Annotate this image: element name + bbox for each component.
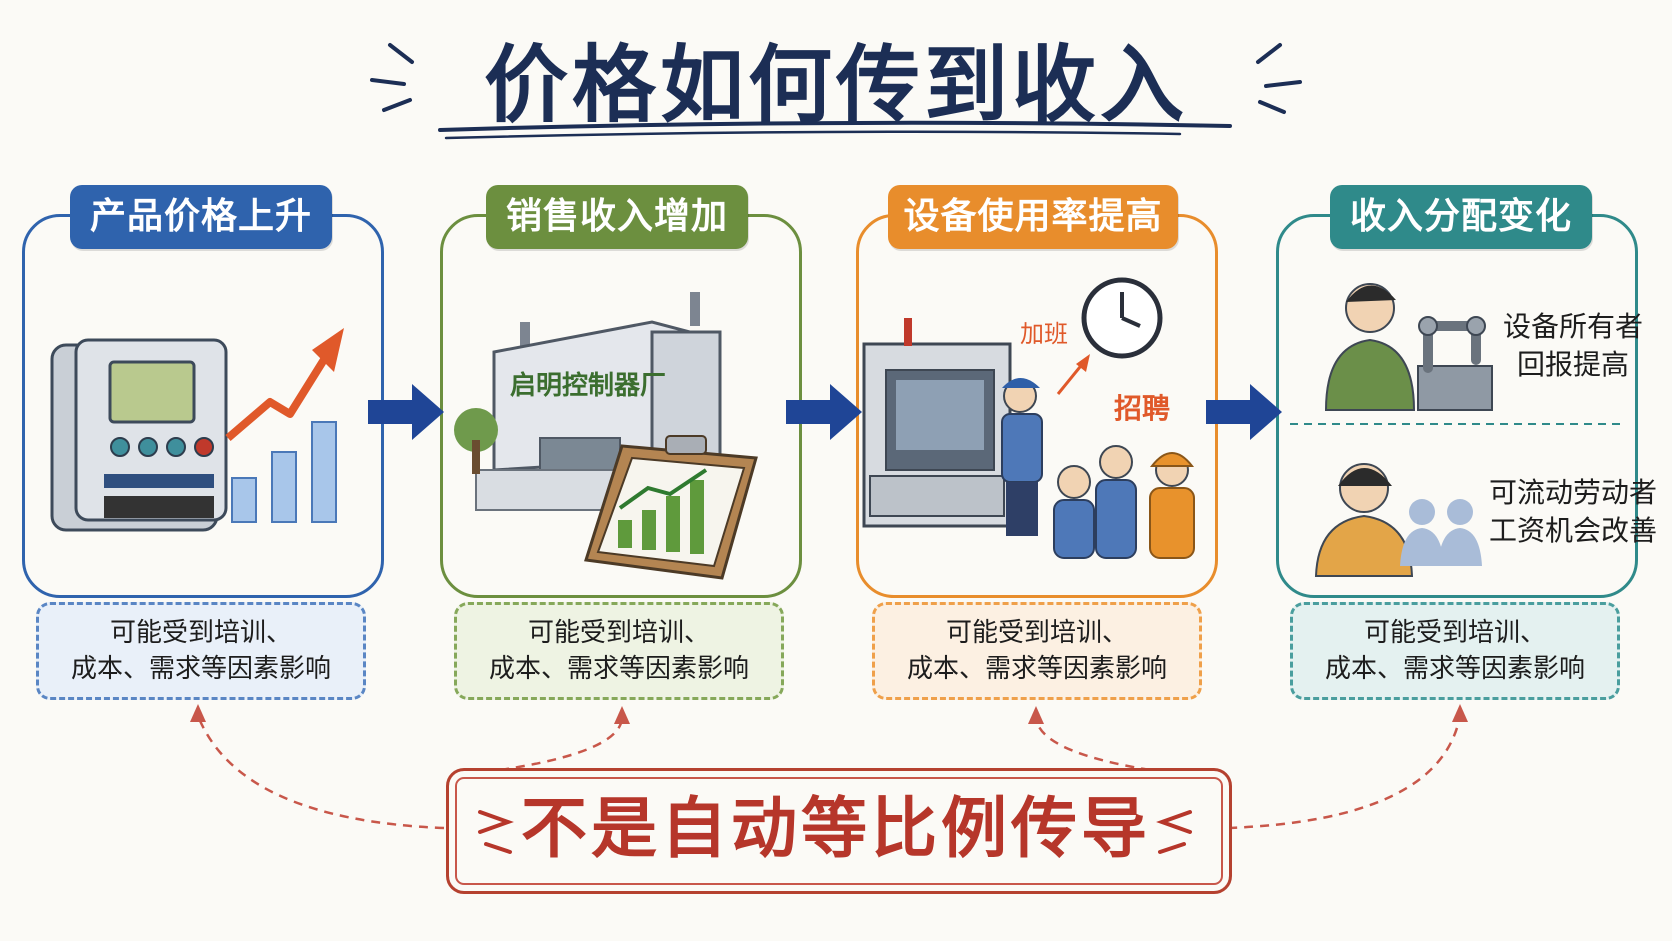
equipment-owner-illustration [1324,283,1493,411]
stage-note-utilization: 可能受到培训、 成本、需求等因素影响 [872,602,1202,700]
stage-heading-sales: 销售收入增加 [486,185,748,249]
cnc-machine-illustration [862,318,1012,528]
note-line2: 成本、需求等因素影响 [906,654,1167,684]
worker-wage-line2: 工资机会改善 [1488,514,1657,547]
clipboard-growth-chart-icon [584,435,758,580]
flow-arrow-icon [368,384,1282,440]
page-title: 价格如何传到收入 [483,35,1188,134]
owner-return-line2: 回报提高 [1516,348,1629,381]
overtime-arrow-icon [1056,361,1086,395]
bottom-message-accent-marks [478,810,1192,854]
owner-return-label: 设备所有者 回报提高 [1490,308,1656,384]
controller-device-illustration [50,338,228,532]
bottom-message: 不是自动等比例传导 [521,789,1151,867]
note-line2: 成本、需求等因素影响 [1324,654,1585,684]
stage-note-distribution: 可能受到培训、 成本、需求等因素影响 [1290,602,1620,700]
owner-return-line1: 设备所有者 [1502,310,1643,343]
factory-sign-text: 启明控制器厂 [510,370,666,401]
hiring-label: 招聘 [1114,392,1170,425]
note-line2: 成本、需求等因素影响 [488,654,749,684]
feedback-arrowheads-icon [190,704,1468,724]
worker-wage-label: 可流动劳动者 工资机会改善 [1486,474,1660,550]
stage-note-price: 可能受到培训、 成本、需求等因素影响 [36,602,366,700]
new-workers-group-illustration [1053,445,1195,559]
worker-wage-line1: 可流动劳动者 [1488,476,1657,509]
rising-trend-arrow-icon [225,347,334,442]
mobile-worker-illustration [1314,463,1482,577]
overtime-label: 加班 [1020,320,1068,348]
stage-note-sales: 可能受到培训、 成本、需求等因素影响 [454,602,784,700]
note-line1: 可能受到培训、 [527,618,710,648]
dashed-feedback-arrows [196,715,1462,830]
clock-icon [1081,277,1163,359]
bottom-message-box [446,768,1232,894]
stage-heading-distribution: 收入分配变化 [1330,185,1592,249]
stage-heading-price: 产品价格上升 [70,185,332,249]
rising-bar-chart-icon [231,421,337,523]
note-line2: 成本、需求等因素影响 [70,654,331,684]
stage-heading-utilization: 设备使用率提高 [888,185,1178,249]
worker-operating-machine-illustration [1001,378,1043,536]
note-line1: 可能受到培训、 [1363,618,1546,648]
title-decoration [370,43,1302,140]
note-line1: 可能受到培训、 [109,618,292,648]
note-line1: 可能受到培训、 [945,618,1128,648]
